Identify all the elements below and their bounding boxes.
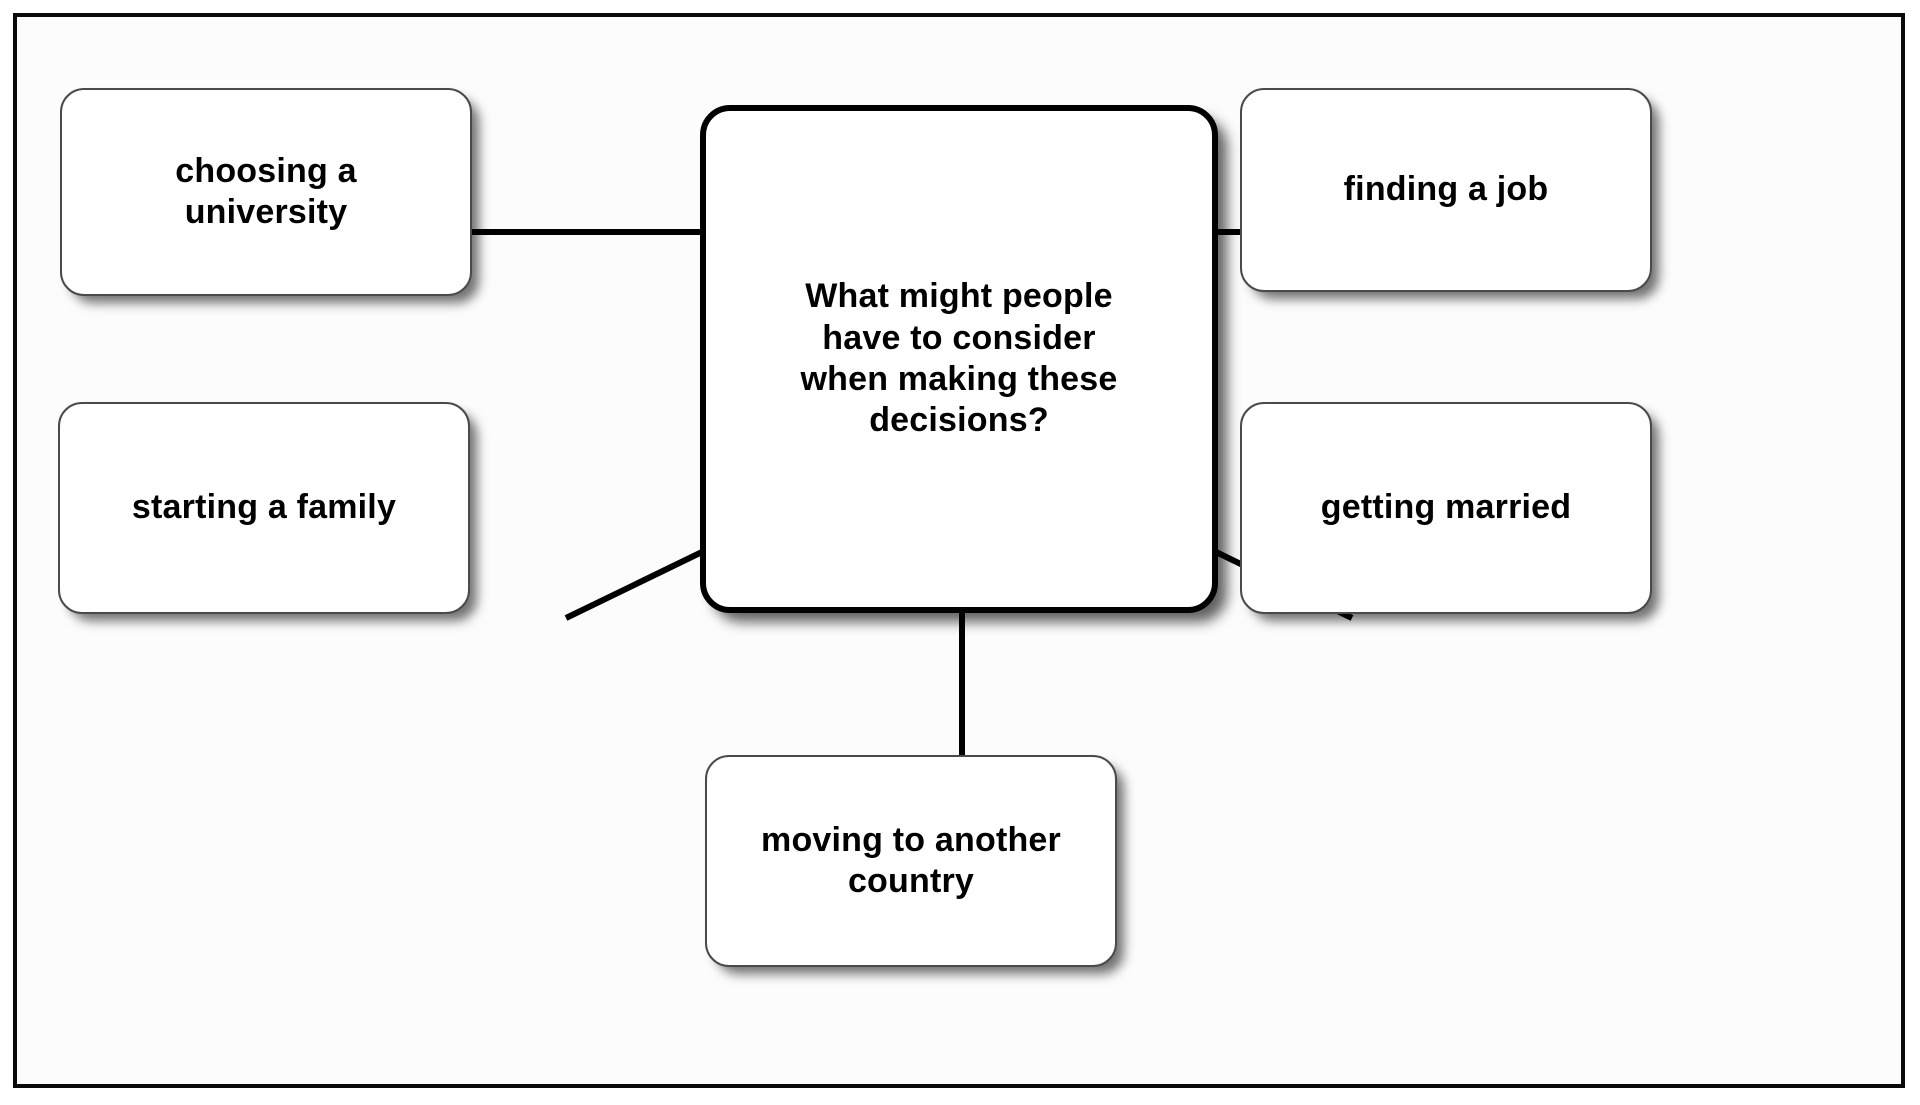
node-label-starting-a-family: starting a family [131, 488, 397, 527]
node-choosing-a-university[interactable]: choosing a university [60, 88, 472, 296]
node-starting-a-family[interactable]: starting a family [58, 402, 470, 614]
node-label-finding-a-job: finding a job [1343, 170, 1549, 209]
node-label-getting-married: getting married [1320, 488, 1572, 527]
node-central-question[interactable]: What might people have to consider when … [700, 105, 1218, 613]
node-finding-a-job[interactable]: finding a job [1240, 88, 1652, 292]
node-label-moving-to-another-country: moving to another country [761, 820, 1061, 900]
node-label-choosing-a-university: choosing a university [175, 151, 357, 231]
node-getting-married[interactable]: getting married [1240, 402, 1652, 614]
node-moving-to-another-country[interactable]: moving to another country [705, 755, 1117, 967]
node-label-central-question: What might people have to consider when … [800, 277, 1118, 440]
